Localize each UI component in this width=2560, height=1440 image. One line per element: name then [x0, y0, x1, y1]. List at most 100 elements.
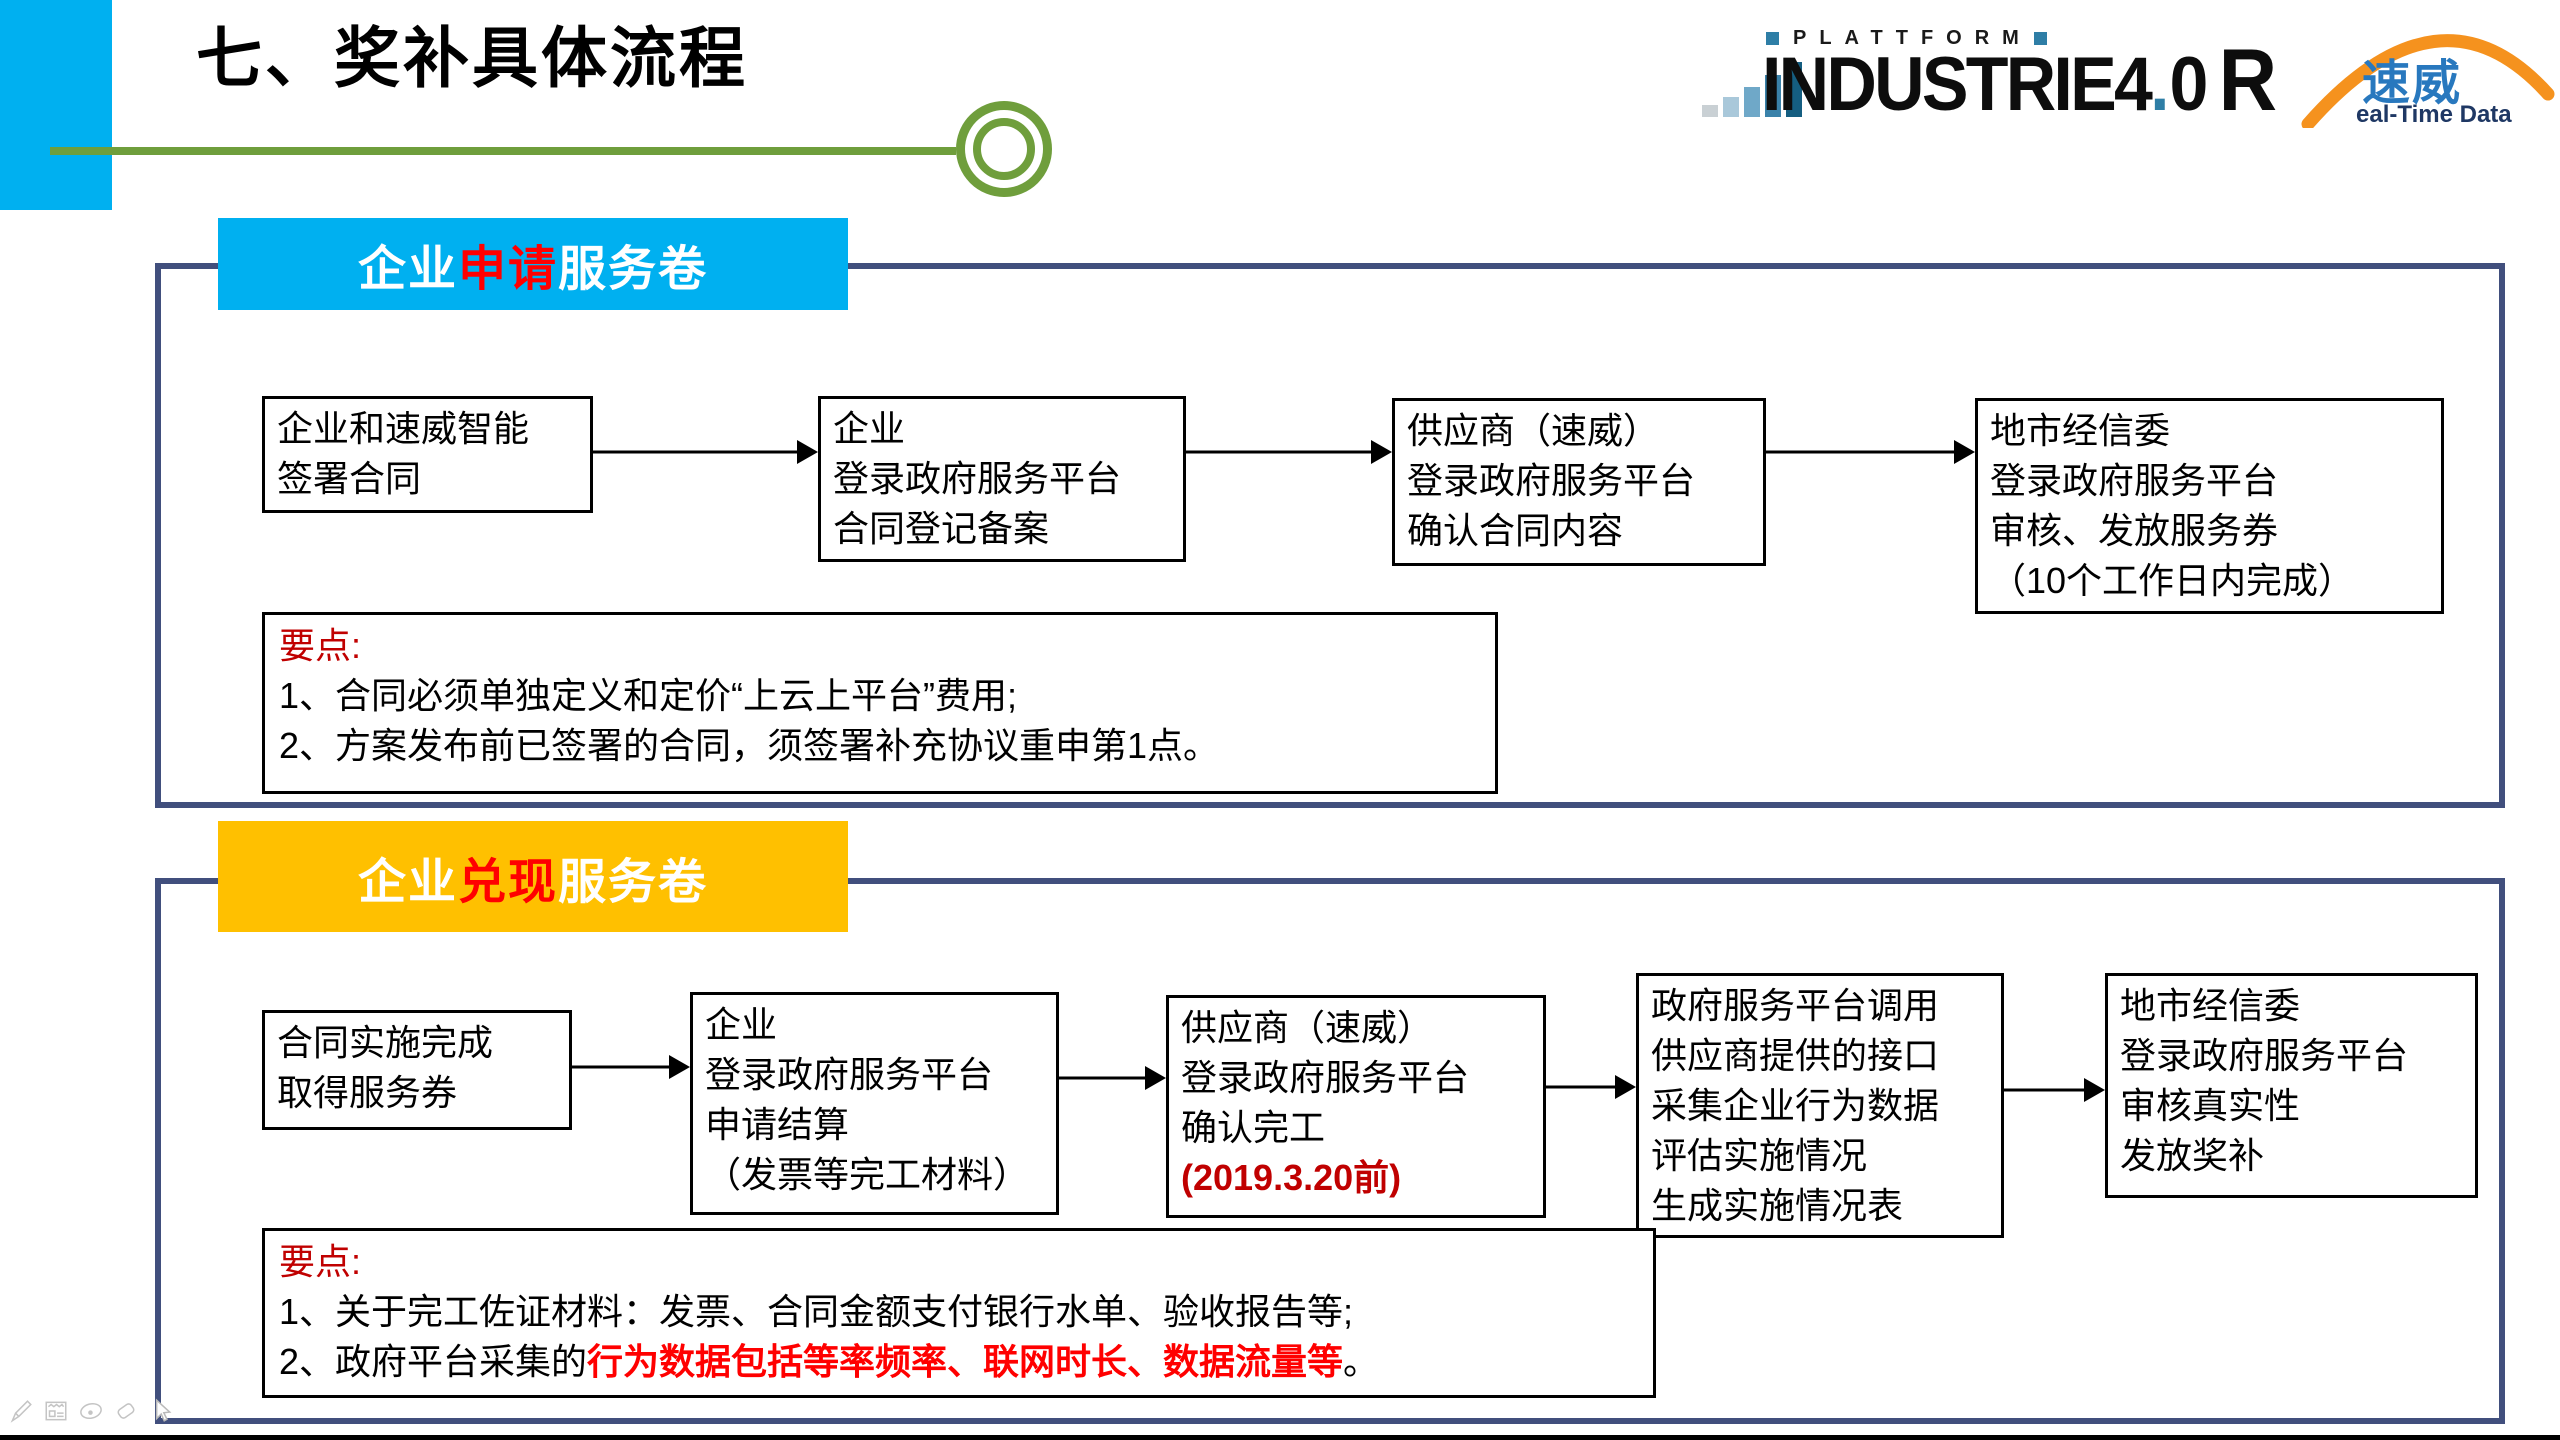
- text-segment: 。: [1343, 1341, 1380, 1382]
- arrow-shaft: [1056, 1076, 1148, 1080]
- section-2-step-2: 企业登录政府服务平台申请结算（发票等完工材料）: [690, 992, 1059, 1215]
- annotation-menu-icon[interactable]: [43, 1396, 69, 1426]
- step-text-line: 登录政府服务平台: [2120, 1031, 2463, 1081]
- text-segment: 1、关于完工佐证材料：发票、合同金额支付银行水单、验收报告等;: [279, 1291, 1354, 1332]
- note-line: 2、政府平台采集的行为数据包括等率频率、联网时长、数据流量等。: [279, 1337, 1639, 1387]
- section-2-step-4: 政府服务平台调用供应商提供的接口采集企业行为数据评估实施情况生成实施情况表: [1636, 973, 2004, 1238]
- text-segment: 供应商（速威）: [1181, 1007, 1434, 1048]
- text-segment: 兑现: [457, 855, 558, 909]
- arrow-shaft: [2001, 1088, 2087, 1092]
- bar-4: [1765, 75, 1781, 117]
- text-segment: 取得服务券: [277, 1072, 458, 1113]
- text-segment: 要点:: [279, 625, 362, 666]
- arrow-head: [1615, 1075, 1636, 1099]
- section-1-step-3: 供应商（速威） 登录政府服务平台确认合同内容: [1392, 398, 1766, 566]
- text-segment: 地市经信委: [2120, 985, 2301, 1026]
- pen-icon[interactable]: [8, 1396, 34, 1426]
- section-1-flow-arrow-3: [1763, 439, 1975, 465]
- step-text-line: 评估实施情况: [1651, 1131, 1989, 1181]
- step-text-line: 审核、发放服务券: [1990, 506, 2429, 556]
- text-segment: 政府服务平台调用: [1651, 985, 1940, 1026]
- text-segment: 登录政府服务平台: [2120, 1035, 2409, 1076]
- corner-accent-rect: [0, 0, 112, 210]
- logo-brand-row: INDUSTRIE 4 . 0 R: [1762, 30, 2278, 129]
- text-segment: 企业: [357, 243, 458, 296]
- bar-1: [1702, 105, 1718, 117]
- section-2-flow-arrow-2: [1056, 1065, 1166, 1091]
- text-segment: （10个工作日内完成）: [1990, 560, 2355, 601]
- arrow-shaft: [569, 1065, 672, 1069]
- arrow-head: [1145, 1066, 1166, 1090]
- section-1-flow-arrow-2: [1183, 439, 1392, 465]
- text-segment: 确认合同内容: [1407, 510, 1624, 551]
- note-line: 1、合同必须单独定义和定价“上云上平台”费用;: [279, 671, 1481, 721]
- text-segment: 服务卷: [558, 243, 709, 296]
- section-2-header: 企业兑现服务卷: [218, 821, 848, 932]
- logo-suwei-text: 速威: [2362, 57, 2463, 110]
- arrow-shaft: [1763, 450, 1957, 454]
- arrow-head: [1371, 440, 1392, 464]
- square-bullet-icon: [2033, 32, 2047, 45]
- note-line: 2、方案发布前已签署的合同，须签署补充协议重申第1点。: [279, 721, 1481, 771]
- step-text-line: （10个工作日内完成）: [1990, 556, 2429, 606]
- cursor-icon[interactable]: [148, 1396, 174, 1426]
- section-1-step-4: 地市经信委登录政府服务平台审核、发放服务券（10个工作日内完成）: [1975, 398, 2444, 614]
- text-segment: 行为数据包括等率频率、联网时长、数据流量等: [587, 1341, 1344, 1382]
- step-text-line: 地市经信委: [1990, 406, 2429, 456]
- ascending-bar-chart-icon: [1702, 62, 1802, 117]
- section-2-notes: 要点:1、关于完工佐证材料：发票、合同金额支付银行水单、验收报告等; 2、政府平台…: [262, 1228, 1656, 1398]
- note-line: 要点:: [279, 1237, 1639, 1287]
- text-segment: 登录政府服务平台: [1990, 460, 2279, 501]
- laser-pointer-icon[interactable]: [78, 1396, 104, 1426]
- text-segment: 登录政府服务平台: [1181, 1057, 1470, 1098]
- note-line: 1、关于完工佐证材料：发票、合同金额支付银行水单、验收报告等;: [279, 1287, 1639, 1337]
- arrow-shaft: [1543, 1085, 1618, 1089]
- step-text-line: 登录政府服务平台: [1407, 456, 1751, 506]
- bottom-edge-bar: [0, 1435, 2560, 1440]
- step-text-line: 确认完工: [1181, 1103, 1531, 1153]
- double-ring-decoration: [956, 101, 1052, 197]
- text-segment: 企业: [357, 855, 458, 909]
- section-2-flow-arrow-3: [1543, 1074, 1636, 1100]
- step-text-line: 企业: [833, 404, 1171, 454]
- text-segment: 供应商提供的接口: [1651, 1035, 1940, 1076]
- step-text-line: 登录政府服务平台: [705, 1050, 1044, 1100]
- annotation-toolbar: [8, 1396, 174, 1426]
- logo-plattform-row: PLATTFORM: [1766, 27, 2047, 50]
- text-segment: 申请: [457, 243, 558, 296]
- eraser-icon[interactable]: [113, 1396, 139, 1426]
- text-segment: 采集企业行为数据: [1651, 1085, 1940, 1126]
- text-segment: 确认完工: [1181, 1107, 1326, 1148]
- inner-ring: [973, 118, 1035, 180]
- step-text-line: 政府服务平台调用: [1651, 981, 1989, 1031]
- text-segment: 企业和速威智能: [277, 408, 530, 449]
- step-text-line: 供应商（速威）: [1181, 1003, 1531, 1053]
- step-text-line: 企业和速威智能: [277, 404, 578, 454]
- text-segment: 评估实施情况: [1651, 1135, 1868, 1176]
- text-segment: 供应商（速威）: [1407, 410, 1660, 451]
- arrow-head: [669, 1055, 690, 1079]
- text-segment: 2、政府平台采集的: [279, 1341, 588, 1382]
- text-segment: 审核真实性: [2120, 1085, 2301, 1126]
- arrow-head: [2084, 1078, 2105, 1102]
- step-text-line: 签署合同: [277, 454, 578, 504]
- step-text-line: 登录政府服务平台: [1990, 456, 2429, 506]
- arrow-head: [797, 440, 818, 464]
- section-1-notes: 要点: 1、合同必须单独定义和定价“上云上平台”费用;2、方案发布前已签署的合同，…: [262, 612, 1498, 794]
- logo-4: 4: [2113, 42, 2153, 127]
- logo-r: R: [2218, 30, 2278, 129]
- text-segment: 登录政府服务平台: [705, 1054, 994, 1095]
- logo-0: 0: [2169, 42, 2209, 127]
- section-2-step-3: 供应商（速威）登录政府服务平台确认完工(2019.3.20前): [1166, 995, 1546, 1218]
- section-2-step-1: 合同实施完成取得服务券: [262, 1010, 572, 1130]
- arrow-shaft: [590, 450, 800, 454]
- text-segment: 生成实施情况表: [1651, 1185, 1904, 1226]
- text-segment: 发放奖补: [2120, 1135, 2265, 1176]
- arrow-shaft: [1183, 450, 1374, 454]
- step-text-line: 采集企业行为数据: [1651, 1081, 1989, 1131]
- step-text-line: 申请结算: [705, 1100, 1044, 1150]
- bar-2: [1723, 97, 1739, 117]
- step-text-line: 供应商（速威）: [1407, 406, 1751, 456]
- step-text-line: 合同实施完成: [277, 1018, 557, 1068]
